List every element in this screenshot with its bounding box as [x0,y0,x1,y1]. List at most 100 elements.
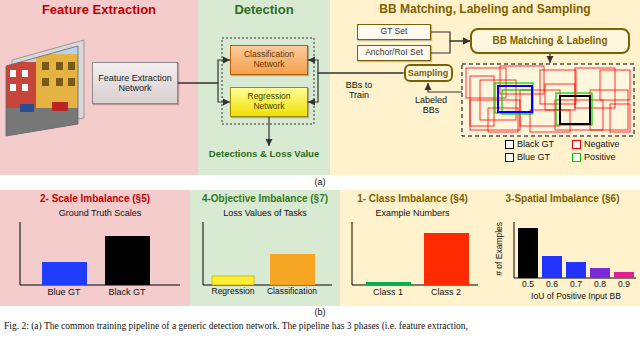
axis-category: Classification [262,287,322,297]
labeled-boxes-image [575,68,615,108]
axis-category: Black GT [97,287,157,297]
section-panel: DetectionClassification NetworkRegressio… [198,0,330,175]
street-picture [22,84,28,91]
axis-category: Regression [203,287,263,297]
process-box: Regression Network [230,87,308,117]
street-picture [0,40,90,150]
bar-charts [20,222,180,285]
street-picture [10,84,16,91]
panel-backgrounds [0,0,198,175]
box-label: Regression Network [234,92,304,112]
legend-text: Negative [584,139,620,149]
axis-tick: 0.5 [516,280,540,290]
panel-heading: 4-Objective Imbalance (§7) [190,190,340,205]
flow-arrow [308,60,404,73]
labeled-boxes-image [560,96,590,124]
box-label: Detections & Loss Value [209,149,319,160]
section-panel: 3-Spatial Imbalance (§6) [485,190,640,306]
axis-tick: 0.6 [540,280,564,290]
bar-charts [566,262,586,278]
street-picture [6,62,36,112]
bar-charts [590,268,610,278]
flow-arrow [431,41,470,53]
axis-tick: 0.7 [564,280,588,290]
panel-heading: Detection [198,0,330,18]
panel-backgrounds [340,190,640,306]
axis-tick: 0.8 [588,280,612,290]
bar-charts [514,222,636,278]
axis-category: Blue GT [34,287,94,297]
bar-charts [542,256,562,278]
legend-swatch [572,140,581,149]
process-box: Feature Extraction Network [92,62,178,104]
panel-heading: 1- Class Imbalance (§4) [340,190,485,205]
flow-arrow [178,83,230,102]
labeled-boxes-image [470,76,494,126]
process-box: BB Matching & Labeling [470,28,630,54]
panel-tag: (b) [300,307,340,317]
labeled-boxes-image [600,70,630,100]
panel-heading: 2- Scale Imbalance (§5) [0,190,190,205]
panel-backgrounds [330,0,640,175]
street-picture [6,46,78,136]
axis-title: IoU of Positive Input BB [514,292,638,302]
flow-arrow [178,60,230,83]
flow-arrows [549,54,550,63]
section-panel: 2- Scale Imbalance (§5) [0,190,190,306]
labeled-boxes-image [502,90,532,114]
street-picture [56,62,63,70]
box-label: BB Matching & Labeling [493,35,608,47]
section-panel: Feature ExtractionFeature Extraction Net… [0,0,198,175]
panel-backgrounds [190,190,340,306]
legend-text: Black GT [517,139,554,149]
labeled-boxes-image [466,66,630,132]
legend-swatch [505,140,514,149]
street-picture [36,54,78,112]
panel-backgrounds [0,0,640,306]
box-label: Sampling [408,68,449,78]
panel-heading: Feature Extraction [0,0,198,18]
flow-arrow [431,32,470,41]
labeled-boxes-image [610,104,630,132]
flow-arrow [268,117,269,146]
bar-charts [20,222,636,285]
street-picture [42,62,49,70]
bar-charts [42,262,87,285]
street-picture [22,70,28,77]
street-picture [0,108,90,148]
street-picture [68,78,75,86]
labeled-boxes-image [556,93,592,125]
axis-category: Class 1 [358,287,418,297]
box-label: Anchor/RoI Set [365,48,423,58]
bar-charts [424,233,469,285]
labeled-boxes-image [462,64,634,136]
street-picture [0,40,90,150]
section-panel: 1- Class Imbalance (§4) [340,190,485,306]
bar-charts [105,236,150,285]
bar-charts [366,282,411,285]
legend-text: Positive [584,152,616,162]
chart-title: Example Numbers [345,208,480,218]
network-group-outline [222,38,314,124]
street-picture [0,40,90,150]
labeled-boxes-image [498,86,532,112]
axis-title: # of Examples [495,209,505,289]
figure-caption: Fig. 2: (a) The common training pipeline… [4,321,468,332]
legend-text: Blue GT [517,152,550,162]
labeled-boxes-image [530,110,570,132]
edge-label: BBs to Train [336,80,382,101]
legend-swatch [505,153,514,162]
street-picture [10,70,16,77]
street-picture [52,102,68,111]
street-picture [56,78,63,86]
bar-charts [270,254,315,285]
flow-arrow [308,73,404,102]
bar-charts [203,222,332,285]
panel-tag: (a) [300,177,340,187]
box-label: GT Set [381,27,408,37]
street-picture [42,78,49,86]
panel-heading: 3-Spatial Imbalance (§6) [485,190,640,205]
legend-swatch [572,153,581,162]
process-box: Detections & Loss Value [199,146,329,162]
